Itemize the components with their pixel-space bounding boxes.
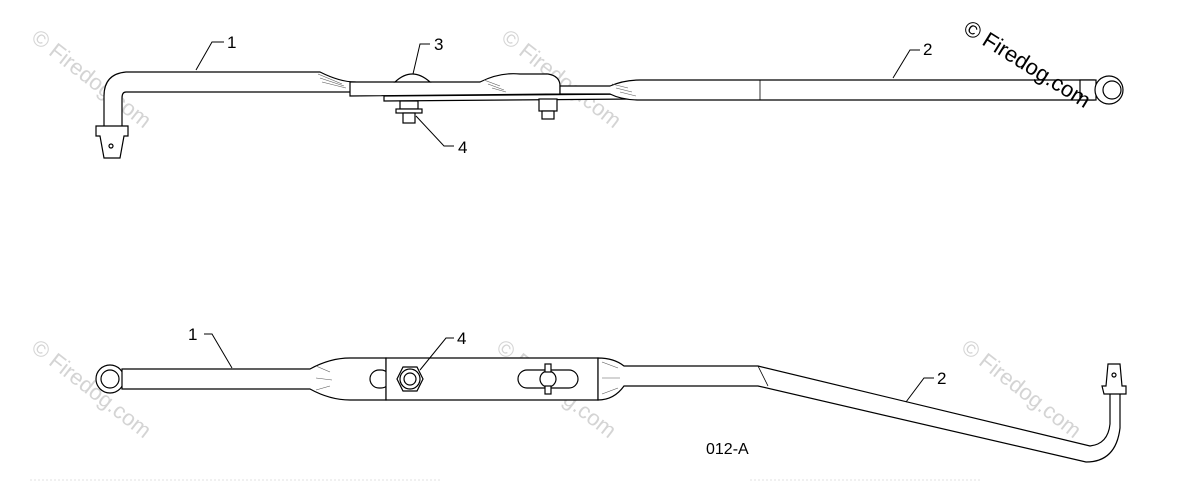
bottom-assembly bbox=[95, 357, 1127, 463]
bottom-fastener-wing-bottom bbox=[544, 385, 552, 395]
bottom-fastener bbox=[539, 370, 557, 388]
top-part-2-rod bbox=[559, 79, 1095, 101]
bottom-part-1-eye-inner bbox=[100, 369, 120, 389]
bottom-part-4-nut-center bbox=[403, 372, 417, 386]
callout-leader-bottom-2 bbox=[905, 377, 934, 403]
top-part-2-eye-inner bbox=[1102, 80, 1122, 100]
callout-leader-bottom-4 bbox=[419, 337, 454, 371]
callout-bottom-4: 4 bbox=[457, 329, 466, 348]
callout-bottom-2: 2 bbox=[937, 369, 946, 388]
top-part-1-tab bbox=[95, 125, 129, 159]
bottom-part-2-tab bbox=[1101, 363, 1127, 395]
callout-leader-top-2 bbox=[892, 49, 920, 79]
top-center-plate bbox=[349, 73, 561, 97]
callout-top-1: 1 bbox=[227, 33, 236, 52]
bottom-flare-1 bbox=[315, 365, 333, 391]
top-flare-2 bbox=[483, 79, 507, 93]
top-part-4-nut bbox=[399, 100, 419, 110]
top-assembly bbox=[95, 71, 1124, 159]
callout-leader-top-3 bbox=[412, 43, 430, 75]
callout-leader-bottom-1 bbox=[204, 333, 233, 369]
bottom-fastener-wing-top bbox=[544, 363, 552, 373]
top-part-4-lock bbox=[402, 112, 416, 124]
bottom-part-2-tab-hole bbox=[1111, 372, 1117, 378]
top-flare-1 bbox=[317, 73, 347, 89]
top-part-1-hole bbox=[108, 143, 114, 149]
top-stud bbox=[538, 98, 558, 112]
callout-leader-top-4 bbox=[415, 115, 454, 147]
top-stud-base bbox=[541, 110, 555, 120]
callout-leader-top-1 bbox=[195, 41, 224, 71]
figure-id: 012-A bbox=[706, 441, 749, 458]
bottom-part-1-rod bbox=[121, 357, 387, 401]
callout-top-3: 3 bbox=[434, 35, 443, 54]
top-callouts: 1 3 4 2 bbox=[195, 33, 932, 157]
top-part-1-rod bbox=[103, 71, 356, 129]
callout-top-4: 4 bbox=[458, 138, 467, 157]
bottom-flare-2 bbox=[601, 361, 620, 395]
top-part-3-bolt bbox=[393, 73, 432, 83]
callout-bottom-1: 1 bbox=[188, 325, 197, 344]
top-flare-3 bbox=[611, 83, 637, 97]
callout-top-2: 2 bbox=[923, 40, 932, 59]
bottom-rod-joint bbox=[757, 365, 769, 387]
bottom-callouts: 1 4 2 bbox=[188, 325, 946, 403]
